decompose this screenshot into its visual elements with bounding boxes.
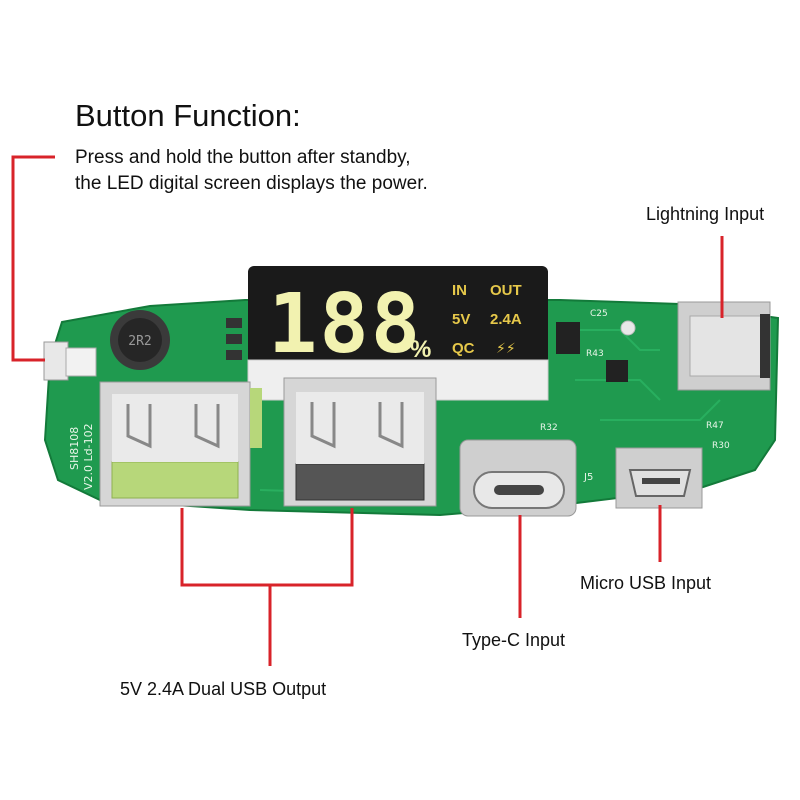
title-button-function: Button Function:: [75, 98, 301, 133]
resistor-array: [226, 318, 242, 360]
usb-a-port-2-cavity: [296, 392, 424, 464]
silk-r30: R30: [712, 441, 730, 451]
usb-a-port-1-side: [250, 388, 262, 448]
mounting-hole: [620, 320, 636, 336]
usb-a-port-2-contact-right: [378, 402, 404, 449]
display-qc: QC: [452, 340, 475, 357]
usb-a-port-1-inner: [111, 461, 239, 499]
usb-a-port-2-contact-left: [310, 402, 336, 449]
callout-dual-usb: [180, 508, 354, 587]
label-type-c-input: Type-C Input: [462, 630, 566, 650]
silk-r32: R32: [540, 423, 558, 433]
lightning-port-opening: [689, 315, 763, 377]
micro-usb-port-tongue: [642, 478, 680, 484]
callout-lines: [11, 155, 724, 666]
inductor-core: [118, 318, 162, 362]
silk-c25: C25: [590, 309, 608, 319]
silk-r43: R43: [586, 349, 604, 359]
silk-board-id: V2.0 Ld-102: [82, 423, 95, 490]
display-percent: %: [410, 336, 431, 363]
description-line-1: Press and hold the button after standby,: [75, 147, 411, 168]
inductor-label: 2R2: [128, 334, 151, 349]
silk-model: SH8108: [68, 427, 81, 470]
type-c-port-tongue: [494, 485, 544, 495]
label-dual-usb-output: 5V 2.4A Dual USB Output: [120, 679, 327, 699]
silk-r47: R47: [706, 421, 724, 431]
usb-a-port-1-contact-left: [126, 404, 152, 449]
display-current: 2.4A: [490, 311, 522, 328]
ic-chip: [556, 322, 580, 354]
button-switch: [43, 341, 69, 381]
display-digits: 188: [268, 277, 422, 372]
display-bolt-icon: ⚡⚡: [496, 341, 516, 357]
lightning-port-slot: [760, 314, 770, 378]
display-voltage: 5V: [452, 311, 470, 328]
led-display: [248, 266, 548, 370]
label-micro-usb-input: Micro USB Input: [580, 573, 712, 593]
silk-j5: J5: [583, 472, 593, 483]
ic-chip-2: [606, 360, 628, 382]
usb-a-port-2-inner: [295, 463, 425, 501]
callout-button: [11, 155, 55, 362]
label-lightning-input: Lightning Input: [646, 204, 765, 224]
display-out: OUT: [490, 282, 522, 299]
description-line-2: the LED digital screen displays the powe…: [75, 173, 428, 194]
usb-a-port-1-contact-right: [194, 404, 220, 449]
button-housing: [65, 347, 97, 377]
display-in: IN: [452, 282, 467, 299]
